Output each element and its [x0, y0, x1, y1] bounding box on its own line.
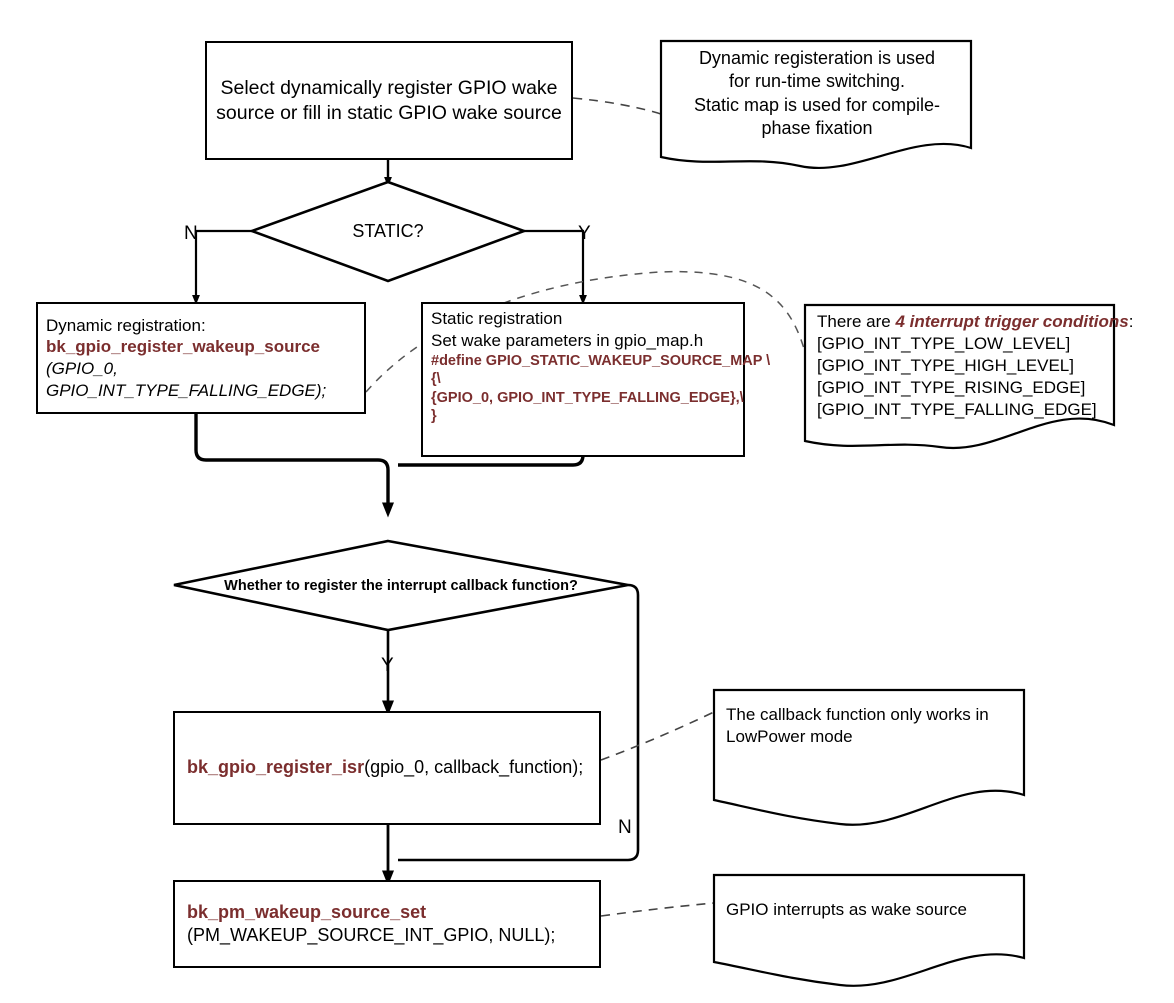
static-registration-box[interactable]: Static registration Set wake parameters …: [421, 302, 771, 457]
note-gpio-wake-source: GPIO interrupts as wake source: [714, 875, 1024, 970]
note-trigger-intro: There are 4 interrupt trigger conditions…: [817, 311, 1133, 333]
decision-callback[interactable]: Whether to register the interrupt callba…: [174, 541, 628, 630]
static-registration-line-1: Static registration: [431, 309, 563, 328]
edge-static-no: [192, 229, 252, 305]
note-dynamic-line-3: Static map is used for compile-: [693, 94, 941, 115]
edge-label-callback-no: N: [618, 817, 632, 838]
note-callback-line-2: LowPower mode: [726, 727, 853, 747]
dashed-start-to-note: [572, 97, 662, 115]
note-trigger-intro-suffix: :: [1128, 312, 1134, 331]
dynamic-registration-line-1: Dynamic registration:: [46, 315, 206, 335]
register-isr-code: bk_gpio_register_isr: [187, 757, 365, 778]
decision-static-label: STATIC?: [352, 221, 424, 241]
dashed-isr-to-note: [600, 711, 715, 761]
dynamic-registration-line-2: bk_gpio_register_wakeup_source: [46, 337, 321, 357]
note-trigger-item-2: [GPIO_INT_TYPE_HIGH_LEVEL]: [817, 356, 1074, 376]
note-callback-lowpower: The callback function only works in LowP…: [714, 690, 1024, 805]
dynamic-registration-line-3: (GPIO_0,: [46, 359, 118, 378]
dynamic-registration-line-4: GPIO_INT_TYPE_FALLING_EDGE);: [46, 380, 327, 400]
note-trigger-conditions: There are 4 interrupt trigger conditions…: [805, 305, 1133, 450]
note-trigger-item-3: [GPIO_INT_TYPE_RISING_EDGE]: [817, 378, 1086, 398]
note-dynamic-line-2: for run-time switching.: [728, 71, 906, 92]
decision-static[interactable]: STATIC?: [252, 182, 524, 281]
wakeup-source-set-code: bk_pm_wakeup_source_set: [187, 901, 427, 922]
dashed-wakeup-to-note: [600, 902, 715, 917]
register-isr-box[interactable]: bk_gpio_register_isr(gpio_0, callback_fu…: [173, 711, 601, 825]
note-dynamic-line-4: phase fixation: [761, 118, 873, 139]
edge-dynamic-merge: [194, 413, 394, 518]
start-process-line-1: Select dynamically register GPIO wake: [220, 76, 558, 99]
static-registration-line-2: Set wake parameters in gpio_map.h: [431, 330, 704, 350]
register-isr-text: bk_gpio_register_isr(gpio_0, callback_fu…: [187, 756, 593, 779]
edge-label-static-yes: Y: [578, 223, 591, 244]
static-registration-line-3: #define GPIO_STATIC_WAKEUP_SOURCE_MAP \: [431, 352, 771, 369]
edge-label-static-no: N: [184, 223, 198, 244]
start-process-line-2: source or fill in static GPIO wake sourc…: [216, 101, 562, 124]
note-callback-line-1: The callback function only works in: [726, 705, 989, 724]
decision-callback-label: Whether to register the interrupt callba…: [224, 577, 578, 594]
note-gpio-wake-line-1: GPIO interrupts as wake source: [726, 900, 967, 919]
static-registration-line-4: {\: [431, 371, 441, 388]
note-trigger-intro-emphasis: 4 interrupt trigger conditions: [895, 312, 1129, 331]
start-process-box[interactable]: Select dynamically register GPIO wake so…: [205, 41, 573, 160]
note-trigger-item-1: [GPIO_INT_TYPE_LOW_LEVEL]: [817, 334, 1071, 354]
edge-label-callback-yes: Y: [381, 655, 394, 676]
note-trigger-item-4: [GPIO_INT_TYPE_FALLING_EDGE]: [817, 400, 1097, 420]
static-registration-line-5: {GPIO_0, GPIO_INT_TYPE_FALLING_EDGE},\: [431, 389, 744, 406]
edge-static-yes: [524, 229, 587, 305]
register-isr-args: (gpio_0, callback_function);: [364, 757, 584, 778]
wakeup-source-set-box[interactable]: bk_pm_wakeup_source_set (PM_WAKEUP_SOURC…: [173, 880, 601, 968]
static-registration-line-6: }: [431, 408, 437, 425]
wakeup-source-set-args: (PM_WAKEUP_SOURCE_INT_GPIO, NULL);: [187, 925, 556, 945]
dynamic-registration-box[interactable]: Dynamic registration: bk_gpio_register_w…: [36, 302, 366, 414]
note-dynamic-line-1: Dynamic registeration is used: [698, 48, 936, 68]
note-trigger-intro-prefix: There are: [817, 312, 896, 331]
note-dynamic-vs-static: Dynamic registeration is used for run-ti…: [661, 41, 971, 171]
